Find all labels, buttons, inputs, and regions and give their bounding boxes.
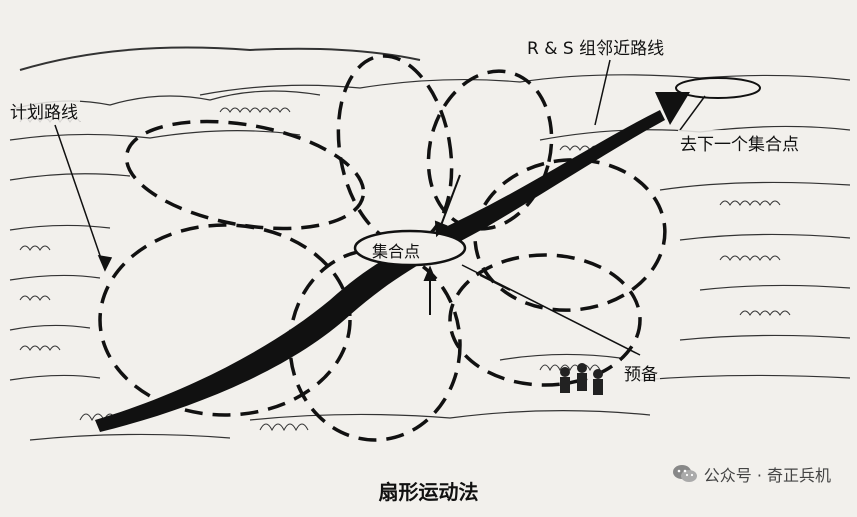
loop-lower-right [448,253,642,387]
planned-route-arrow [95,92,690,432]
rally-point-ellipse [353,229,467,267]
rs-route-leader [594,59,611,126]
loop-upper-middle [336,54,454,246]
loop-lower-left [98,223,352,417]
planned-route-leader [54,124,106,271]
next-rally-ellipse [675,77,761,99]
loop-right [473,158,667,312]
rally-point-label: 集合点 [372,242,421,261]
rs-team-route-label: R & S 组邻近路线 [525,34,667,59]
next-rally-label: 去下一个集合点 [678,130,801,155]
wechat-icon [672,463,698,485]
reserve-label: 预备 [622,360,660,385]
watermark-text: 公众号 · 奇正兵机 [703,466,831,485]
planned-route-label: 计划路线 [8,98,80,123]
watermark: 公众号 · 奇正兵机 [672,462,831,486]
loop-upper-left [124,119,366,231]
reserve-group-figures [560,363,603,395]
inbound-arrows [423,174,511,315]
next-rally-leader [679,95,706,131]
figure-caption: 扇形运动法 [378,480,479,504]
leader-lines [54,59,706,356]
loop-upper-right [426,69,554,231]
terrain-background [9,46,851,441]
